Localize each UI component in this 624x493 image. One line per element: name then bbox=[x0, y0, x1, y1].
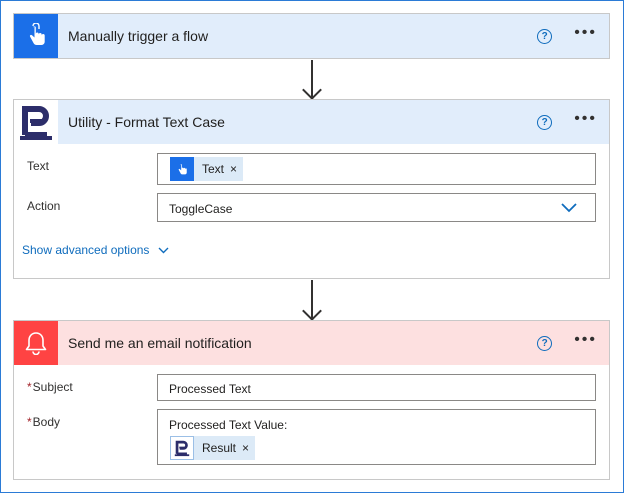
more-options-icon[interactable]: ••• bbox=[574, 110, 597, 127]
action-field-label: Action bbox=[27, 199, 61, 213]
email-card-title: Send me an email notification bbox=[68, 335, 252, 351]
encodian-logo-icon bbox=[170, 436, 194, 460]
show-advanced-options-link[interactable]: Show advanced options bbox=[22, 243, 169, 257]
utility-card[interactable]: Utility - Format Text Case ? ••• Text Te… bbox=[13, 99, 610, 279]
hand-touch-icon bbox=[170, 157, 194, 181]
help-icon[interactable]: ? bbox=[537, 335, 553, 351]
encodian-logo-icon bbox=[14, 100, 58, 144]
chevron-down-icon bbox=[158, 247, 169, 253]
connector-arrow bbox=[311, 60, 313, 97]
show-advanced-options-label: Show advanced options bbox=[22, 243, 150, 257]
hand-touch-icon bbox=[14, 14, 58, 58]
help-icon[interactable]: ? bbox=[537, 28, 553, 44]
action-dropdown-value: ToggleCase bbox=[169, 202, 233, 216]
email-card[interactable]: Send me an email notification ? ••• *Sub… bbox=[13, 320, 610, 480]
utility-card-title: Utility - Format Text Case bbox=[68, 114, 225, 130]
result-token[interactable]: Result × bbox=[170, 436, 256, 460]
required-marker: * bbox=[27, 415, 32, 429]
chevron-down-icon[interactable] bbox=[561, 203, 577, 213]
subject-field-label: *Subject bbox=[27, 380, 73, 394]
text-field-input[interactable]: Text × bbox=[157, 153, 596, 185]
required-marker: * bbox=[27, 380, 32, 394]
subject-field-input[interactable]: Processed Text bbox=[157, 374, 596, 401]
help-icon[interactable]: ? bbox=[537, 114, 553, 130]
remove-token-icon[interactable]: × bbox=[242, 441, 250, 455]
body-field-text: Processed Text Value: bbox=[169, 418, 288, 432]
remove-token-icon[interactable]: × bbox=[230, 162, 238, 176]
trigger-card[interactable]: Manually trigger a flow ? ••• bbox=[13, 13, 610, 59]
utility-card-header[interactable]: Utility - Format Text Case ? ••• bbox=[14, 100, 609, 144]
trigger-card-title: Manually trigger a flow bbox=[68, 28, 209, 44]
text-token[interactable]: Text × bbox=[170, 157, 244, 181]
connector-arrow bbox=[311, 280, 313, 318]
body-field-input[interactable]: Processed Text Value: Result × bbox=[157, 409, 596, 465]
subject-field-value: Processed Text bbox=[169, 382, 251, 396]
bell-icon bbox=[14, 321, 58, 365]
text-field-label: Text bbox=[27, 159, 50, 173]
body-label-text: Body bbox=[32, 415, 61, 429]
more-options-icon[interactable]: ••• bbox=[574, 24, 597, 41]
action-dropdown[interactable]: ToggleCase bbox=[157, 193, 596, 222]
subject-label-text: Subject bbox=[32, 380, 73, 394]
more-options-icon[interactable]: ••• bbox=[574, 331, 597, 348]
token-label: Result bbox=[202, 441, 237, 455]
trigger-card-header[interactable]: Manually trigger a flow ? ••• bbox=[14, 14, 609, 58]
email-card-header[interactable]: Send me an email notification ? ••• bbox=[14, 321, 609, 365]
token-label: Text bbox=[202, 162, 225, 176]
body-field-label: *Body bbox=[27, 415, 60, 429]
